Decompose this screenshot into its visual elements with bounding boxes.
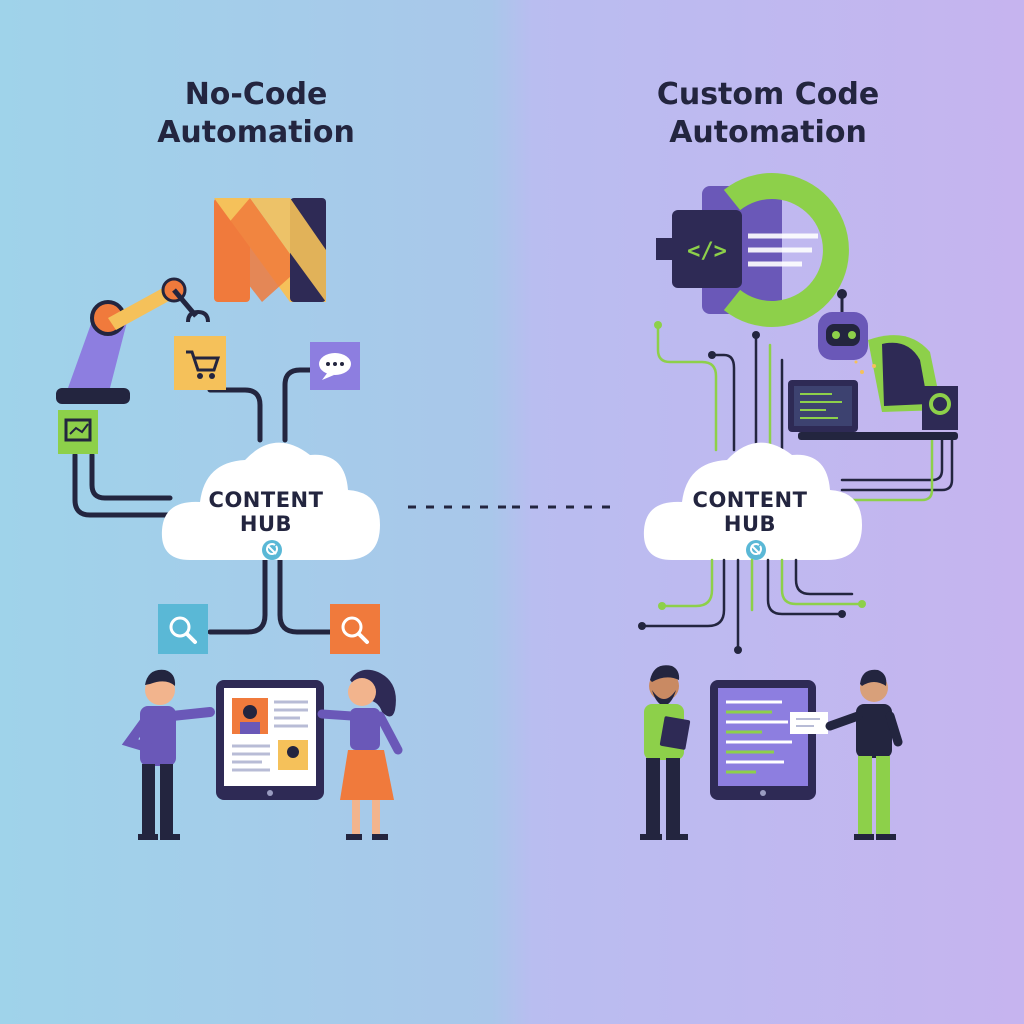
no-code-title: No-Code Automation [0,76,512,152]
circuit-lines [640,558,864,652]
robot-coder-icon [788,289,958,440]
search-icon [158,604,208,654]
no-code-illustration [56,198,512,840]
workflow-icon [58,410,98,454]
woman-figure [317,669,403,840]
no-code-connectors [72,367,333,635]
content-hub-cloud [161,442,380,560]
content-hub-label: CONTENT HUB [196,488,336,536]
tablet-icon [710,680,828,800]
custom-code-title-line1: Custom Code [656,77,880,112]
tablet-icon [216,680,324,800]
circuit-nodes [638,600,866,654]
code-file-icon: </> [656,173,849,327]
custom-code-illustration: </> [512,173,958,840]
no-code-title-line1: No-Code [184,77,328,112]
man-figure [121,669,215,840]
custom-code-title-line2: Automation [669,115,867,150]
hub-label-line2: HUB [239,512,293,536]
circuit-nodes [654,321,760,359]
custom-code-panel: Custom Code Automation </> [512,0,1024,1024]
no-code-panel: No-Code Automation [0,76,512,840]
shopping-cart-icon [174,336,226,390]
robot-arm-icon [56,277,210,404]
hub-label-line1: CONTENT [692,488,808,512]
circuit-lines [656,323,954,502]
svg-text:</>: </> [687,239,727,264]
developer-figure [640,665,691,840]
content-hub-label: CONTENT HUB [680,488,820,536]
n-logo-icon [214,198,326,302]
chat-icon [310,342,360,390]
no-code-title-line2: Automation [157,115,355,150]
search-icon [330,604,380,654]
man-figure [825,669,903,840]
hub-label-line2: HUB [723,512,777,536]
hub-label-line1: CONTENT [208,488,324,512]
custom-code-title: Custom Code Automation [512,76,1024,152]
content-hub-cloud [643,442,862,560]
